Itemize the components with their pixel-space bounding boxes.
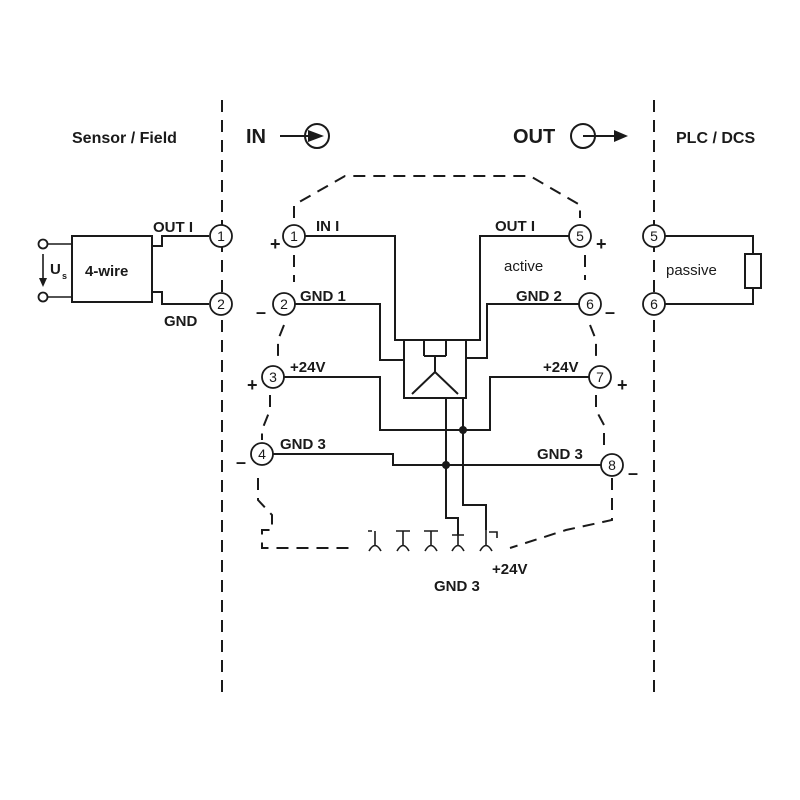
terminal-5-label: OUT I (495, 218, 535, 235)
output-mode-active-label: active (504, 258, 543, 275)
terminal-4-polarity: – (236, 452, 246, 472)
zone-label-out: OUT (513, 126, 555, 148)
sensor-terminal-1: 1 (209, 224, 233, 248)
sensor-out-label: OUT I (153, 219, 193, 236)
module-terminal-7: 7 (588, 365, 612, 389)
terminal-number: 6 (586, 296, 594, 312)
input-arrow-icon (280, 123, 330, 149)
terminal-number: 2 (217, 296, 225, 312)
wire-gnd-2 (466, 303, 579, 359)
zone-label-sensor-field: Sensor / Field (72, 130, 177, 147)
module-terminal-2: 2 (272, 292, 296, 316)
supply-voltage-subscript: s (62, 271, 67, 281)
supply-voltage-source: U s (37, 238, 72, 303)
wire-gnd-1 (295, 303, 404, 361)
input-mode-passive-label: passive (666, 262, 717, 279)
terminal-8-label: GND 3 (537, 446, 583, 463)
wire-24v-right (463, 376, 589, 431)
wire-sensor-gnd (152, 291, 209, 305)
bus-gnd-3-label: GND 3 (434, 578, 480, 595)
wire-out-i (466, 235, 569, 341)
wire-24v-left (284, 376, 463, 431)
four-wire-sensor-box (71, 235, 153, 303)
isolator-block (403, 339, 467, 399)
terminal-5-polarity: + (596, 234, 607, 254)
terminal-2-polarity: – (256, 302, 266, 322)
wire-bus-gnd-3 (445, 465, 459, 535)
terminal-7-polarity: + (617, 375, 628, 395)
output-arrow-icon (570, 123, 628, 149)
wire-plc-6 (665, 288, 754, 305)
terminal-7-label: +24V (543, 359, 578, 376)
terminal-8-polarity: – (628, 463, 638, 483)
terminal-1-label: IN I (316, 218, 339, 235)
terminal-6-label: GND 2 (516, 288, 562, 305)
wire-gnd-3 (273, 453, 601, 466)
terminal-6-polarity: – (605, 302, 615, 322)
bus-24v-label: +24V (492, 561, 527, 578)
terminal-number: 3 (269, 369, 277, 385)
module-terminal-4: 4 (250, 442, 274, 466)
bus-connector-contacts (368, 530, 498, 552)
terminal-number: 2 (280, 296, 288, 312)
load-resistor (744, 253, 762, 289)
terminal-number: 8 (608, 457, 616, 473)
terminal-number: 4 (258, 446, 266, 462)
terminal-2-label: GND 1 (300, 288, 346, 305)
sensor-gnd-label: GND (164, 313, 198, 330)
module-terminal-5: 5 (568, 224, 592, 248)
terminal-1-polarity: + (270, 234, 281, 254)
sensor-terminal-2: 2 (209, 292, 233, 316)
four-wire-sensor-label: 4-wire (85, 263, 128, 280)
terminal-3-label: +24V (290, 359, 325, 376)
plc-terminal-6: 6 (642, 292, 666, 316)
terminal-4-label: GND 3 (280, 436, 326, 453)
wire-in-i (305, 235, 404, 341)
module-terminal-3: 3 (261, 365, 285, 389)
wire-sensor-out (152, 235, 209, 247)
zone-label-in: IN (246, 126, 266, 148)
terminal-3-polarity: + (247, 375, 258, 395)
terminal-number: 1 (217, 228, 225, 244)
terminal-number: 1 (290, 228, 298, 244)
module-terminal-6: 6 (578, 292, 602, 316)
terminal-number: 5 (650, 228, 658, 244)
module-housing-outline (257, 175, 613, 549)
plc-terminal-5: 5 (642, 224, 666, 248)
module-terminal-1: 1 (282, 224, 306, 248)
terminal-number: 5 (576, 228, 584, 244)
zone-label-plc-dcs: PLC / DCS (676, 130, 755, 147)
supply-voltage-label: U (50, 261, 61, 278)
wire-plc-5 (665, 235, 754, 254)
wire-bus-24v (462, 430, 487, 530)
terminal-number: 7 (596, 369, 604, 385)
terminal-number: 6 (650, 296, 658, 312)
module-terminal-8: 8 (600, 453, 624, 477)
